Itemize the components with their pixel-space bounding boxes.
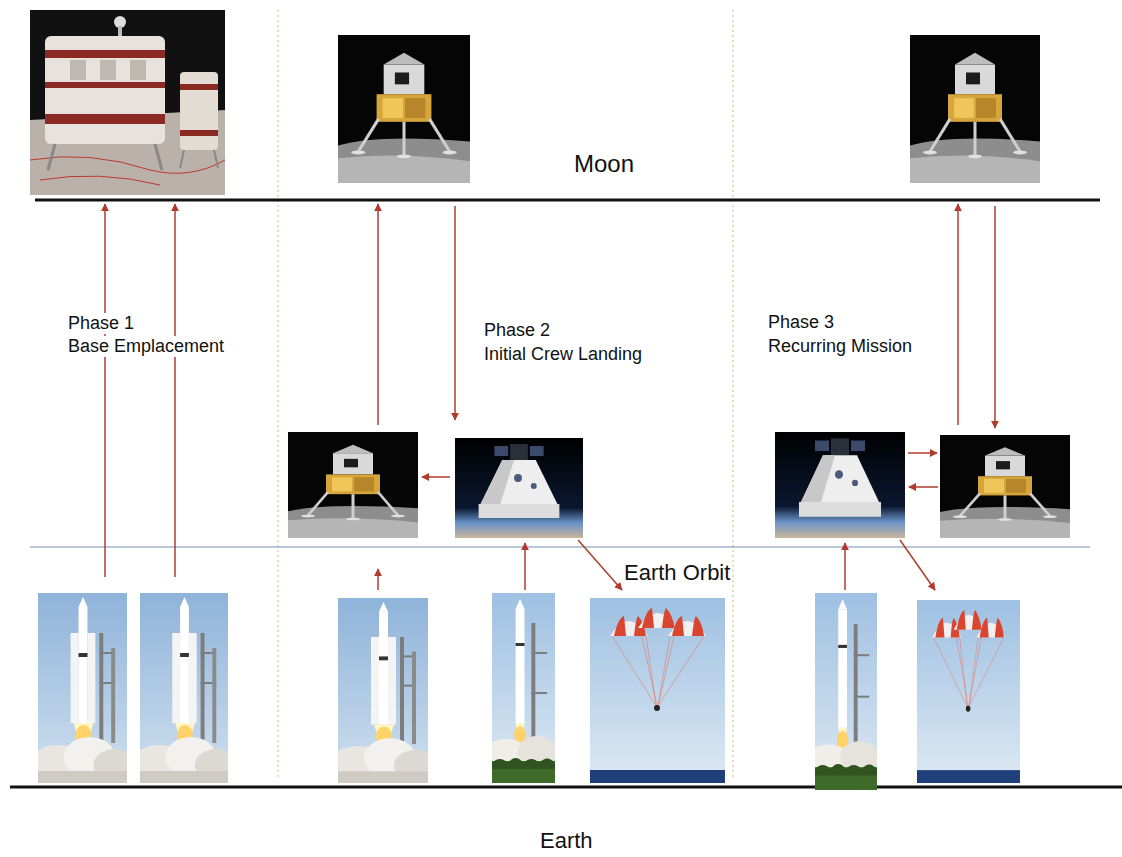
level-label: Moon (572, 150, 636, 178)
phase-label: Base Emplacement (66, 336, 226, 357)
phase-label: Phase 1 (66, 313, 136, 334)
phase-label: Phase 3 (766, 312, 836, 333)
level-label: Earth Orbit (622, 560, 732, 585)
phase-label: Recurring Mission (766, 336, 914, 357)
phase-label: Phase 2 (482, 320, 552, 341)
level-label: Earth (538, 828, 595, 853)
phase-label: Initial Crew Landing (482, 344, 644, 365)
